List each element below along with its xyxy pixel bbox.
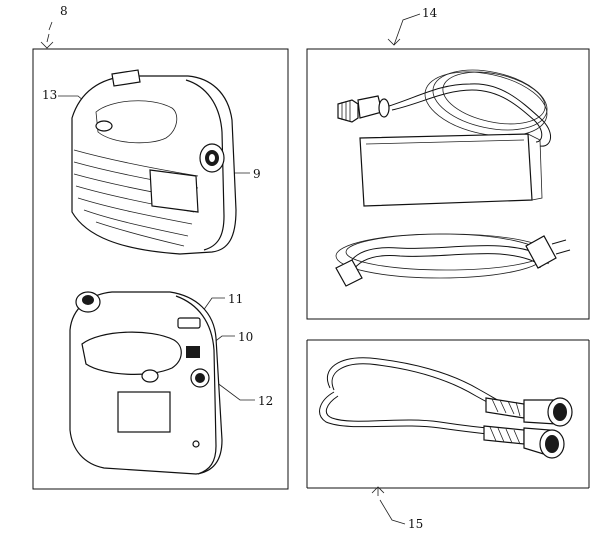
label-9: 9	[253, 167, 261, 181]
power-adapter-14	[335, 69, 571, 287]
switch-11	[177, 317, 201, 329]
label-15: 15	[408, 517, 423, 531]
device-rear-view	[69, 291, 223, 475]
label-11: 11	[228, 292, 243, 306]
button-13-top	[95, 120, 113, 132]
device-front-view	[71, 69, 237, 255]
panel-14-frame	[306, 48, 590, 320]
panel-15-frame	[306, 339, 590, 488]
button-13-bottom	[141, 369, 159, 383]
socket-10	[186, 346, 200, 358]
label-8: 8	[60, 4, 68, 18]
label-14: 14	[422, 6, 438, 20]
label-12: 12	[258, 394, 273, 408]
applicator-cable-15	[319, 357, 573, 459]
panel-8-frame	[32, 48, 289, 490]
label-10: 10	[238, 330, 253, 344]
label-13-top: 13	[42, 88, 57, 102]
